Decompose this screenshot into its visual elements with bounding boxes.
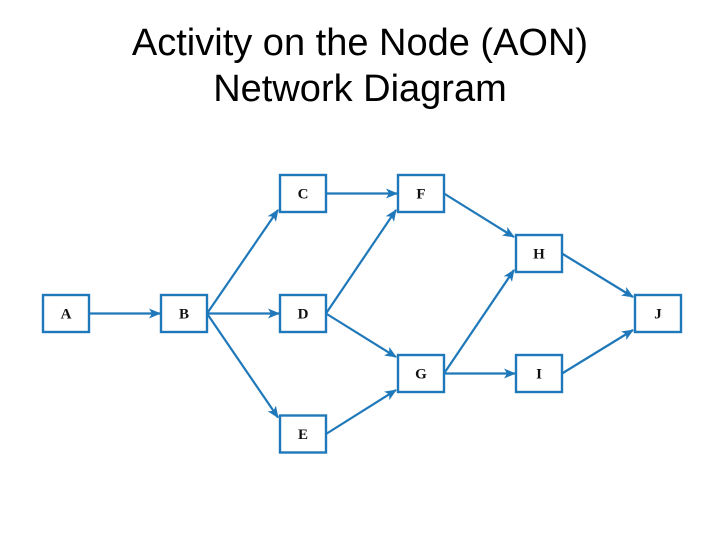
node-h: H [514,233,564,274]
node-label: I [536,367,542,383]
node-b: B [159,293,209,334]
node-box [633,293,683,334]
node-box [41,293,91,334]
edge-b-to-e [206,312,279,419]
edges-layer [89,188,634,435]
node-e: E [278,414,328,454]
node-box [514,233,564,274]
title-line-2: Network Diagram [213,68,507,110]
title-line-1: Activity on the Node (AON) [131,22,589,64]
node-label: F [416,187,425,203]
edge-i-to-j [561,329,634,375]
node-i: I [514,353,564,394]
edge-f-to-h [443,192,515,238]
node-box [278,293,328,334]
node-box [396,173,446,214]
node-box [396,353,446,394]
edge-h-to-j [561,252,634,298]
node-a: A [41,293,91,334]
node-label: G [415,367,427,383]
edge-d-to-g [325,312,397,358]
node-c: C [278,173,328,214]
node-box [159,293,209,334]
node-label: J [654,307,662,323]
node-label: E [298,427,308,443]
node-label: H [533,247,545,263]
edge-d-to-f [325,209,397,315]
node-j: J [633,293,683,334]
nodes-layer: A B C D E F G H I J [41,173,683,454]
node-label: B [179,307,189,323]
node-label: A [61,307,72,323]
node-box [278,414,328,454]
node-box [514,353,564,394]
edge-b-to-c [206,209,279,315]
node-d: D [278,293,328,334]
node-label: C [298,187,309,203]
node-g: G [396,353,446,394]
edge-e-to-g [325,389,397,435]
edge-g-to-h [443,269,515,375]
node-box [278,173,328,214]
slide-title: Activity on the Node (AON) Network Diagr… [0,20,720,112]
node-f: F [396,173,446,214]
node-label: D [298,307,309,323]
